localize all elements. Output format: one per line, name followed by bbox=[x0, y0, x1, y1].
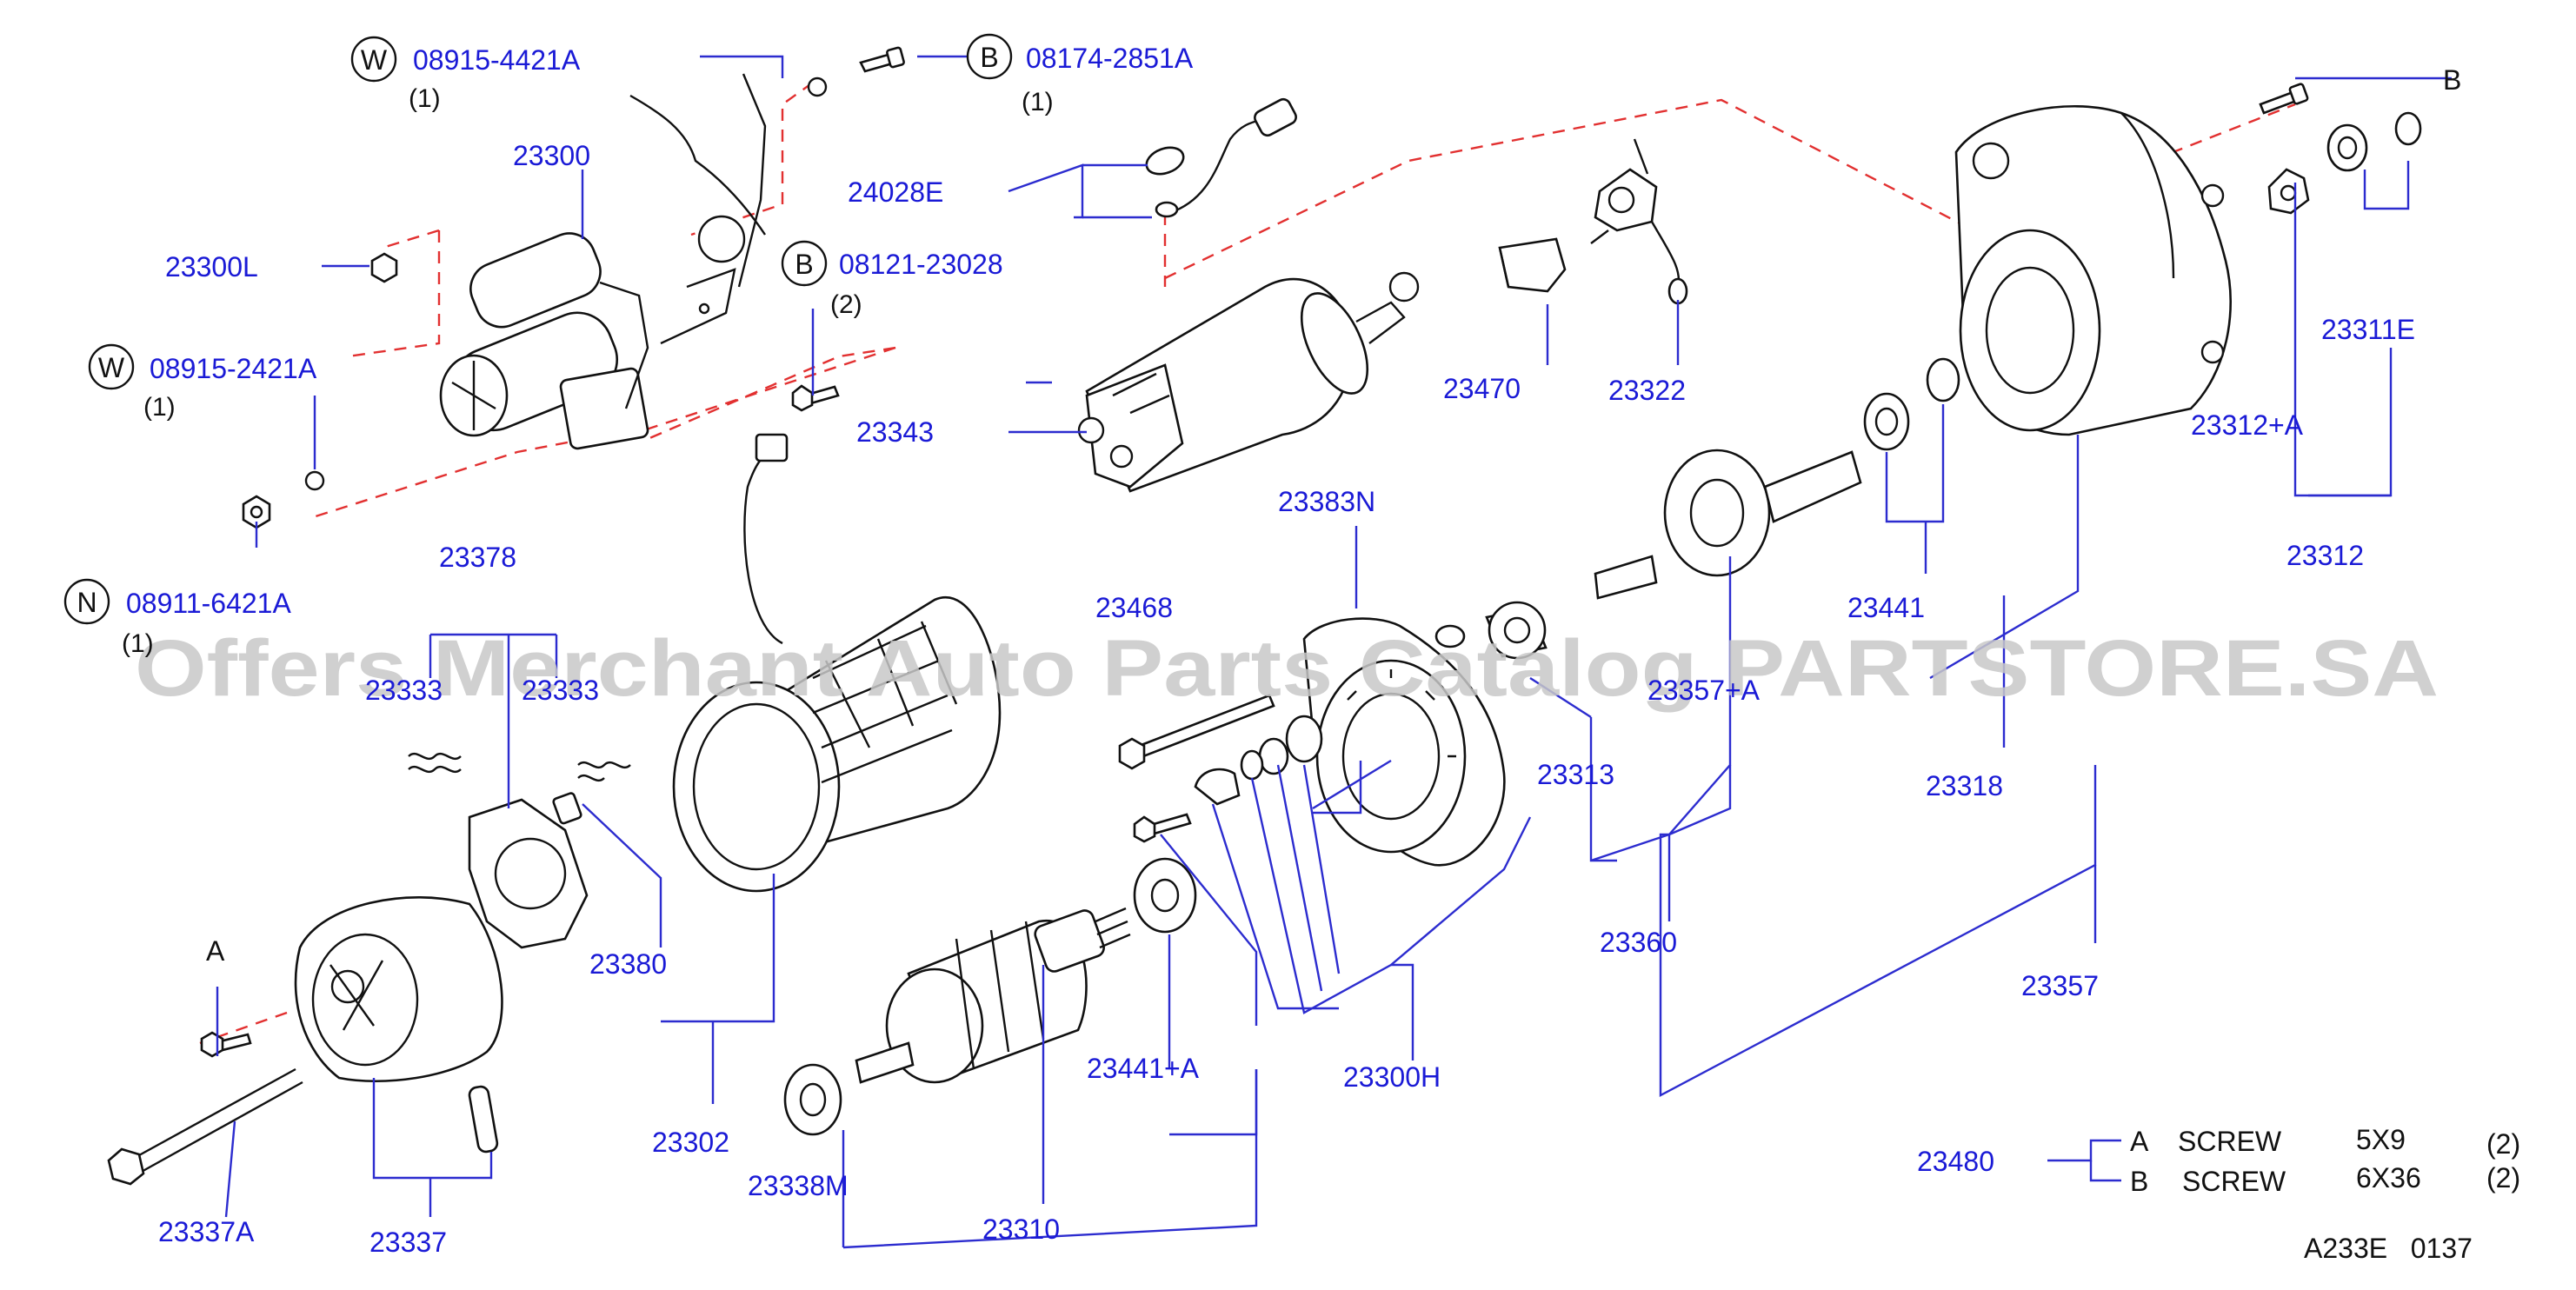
n-qty: (1) bbox=[122, 629, 154, 658]
part-label-23337: 23337 bbox=[369, 1227, 447, 1258]
b-callout-circle-top bbox=[966, 33, 1013, 80]
w-callout-circle-top bbox=[350, 36, 397, 83]
w-callout-letter-top: W bbox=[361, 44, 388, 76]
part-number-labels: 23300 23300L 24028E 23343 23470 23322 23… bbox=[158, 140, 2415, 1258]
part-label-23357: 23357 bbox=[2021, 970, 2099, 1001]
part-label-23300L: 23300L bbox=[165, 251, 258, 283]
n-callout-letter: N bbox=[77, 587, 97, 618]
part-label-23360: 23360 bbox=[1600, 927, 1677, 958]
screw-b-name: SCREW bbox=[2182, 1166, 2286, 1197]
solenoid-illustration bbox=[1077, 271, 1420, 493]
plunger-parts-illustration bbox=[1498, 138, 1688, 305]
screw-a-key: A bbox=[2130, 1126, 2149, 1157]
screw-a-name: SCREW bbox=[2178, 1126, 2282, 1157]
b-marker-letter-right: B bbox=[2443, 64, 2461, 96]
clutch-assembly-illustration bbox=[1485, 449, 1862, 660]
brush-holder-illustration bbox=[408, 752, 631, 949]
part-label-23318: 23318 bbox=[1926, 770, 2003, 801]
part-label-23383N: 23383N bbox=[1278, 486, 1375, 517]
part-label-23312-a: 23312+A bbox=[2191, 409, 2304, 441]
screw-b-qty: (2) bbox=[2486, 1162, 2520, 1194]
leader-lines bbox=[216, 55, 2452, 1249]
a-marker-letter-left: A bbox=[206, 935, 225, 967]
diagram-code: A233E 0137 bbox=[2304, 1233, 2473, 1264]
part-label-24028E: 24028E bbox=[848, 176, 943, 208]
part-label-23333-right: 23333 bbox=[522, 675, 599, 706]
b-top-code: 08174-2851A bbox=[1026, 43, 1194, 74]
watermark-text: Offers Merchant Auto Parts Catalog PARTS… bbox=[135, 624, 2439, 713]
b-callout-letter-mid: B bbox=[795, 249, 813, 280]
fastener-illustrations bbox=[242, 46, 2309, 529]
armature-illustration bbox=[783, 857, 1197, 1136]
callout-codes: 08915-4421A (1) 08174-2851A (1) 08121-23… bbox=[122, 43, 1194, 658]
screw-b-key: B bbox=[2130, 1166, 2148, 1197]
front-housing-illustration bbox=[1863, 104, 2422, 451]
part-label-23337A: 23337A bbox=[158, 1216, 255, 1247]
part-label-23480: 23480 bbox=[1917, 1146, 1994, 1177]
part-label-23300: 23300 bbox=[513, 140, 590, 171]
b-top-qty: (1) bbox=[1022, 88, 1054, 116]
screw-b-size: 6X36 bbox=[2356, 1162, 2421, 1194]
part-label-23300H: 23300H bbox=[1343, 1061, 1441, 1093]
w-mid-code: 08915-2421A bbox=[150, 353, 317, 384]
part-label-23378: 23378 bbox=[439, 542, 516, 573]
b-mid-code: 08121-23028 bbox=[839, 249, 1003, 280]
part-label-23302: 23302 bbox=[652, 1127, 729, 1158]
w-callout-circle-mid bbox=[88, 343, 135, 390]
n-callout-circle bbox=[63, 578, 110, 625]
part-label-23441: 23441 bbox=[1847, 592, 1925, 623]
w-top-code: 08915-4421A bbox=[413, 44, 581, 76]
b-callout-circle-mid bbox=[781, 240, 828, 287]
part-label-23313: 23313 bbox=[1537, 759, 1614, 790]
yoke-illustration bbox=[672, 433, 1002, 893]
w-mid-qty: (1) bbox=[143, 393, 176, 422]
w-top-qty: (1) bbox=[409, 84, 441, 113]
part-label-23333-left: 23333 bbox=[365, 675, 443, 706]
part-label-23470: 23470 bbox=[1443, 373, 1521, 404]
part-label-23310: 23310 bbox=[982, 1214, 1060, 1245]
wire-lead-illustration bbox=[1145, 97, 1297, 218]
screw-a-qty: (2) bbox=[2486, 1128, 2520, 1160]
b-mid-qty: (2) bbox=[830, 290, 862, 319]
b-callout-letter-top: B bbox=[980, 42, 998, 73]
rear-cover-illustration bbox=[107, 896, 503, 1186]
n-code: 08911-6421A bbox=[126, 588, 291, 619]
part-label-23322: 23322 bbox=[1608, 375, 1686, 406]
part-label-23441-a: 23441+A bbox=[1087, 1053, 1200, 1084]
center-bracket-illustration bbox=[1118, 617, 1506, 867]
callout-circles: W B B W N B A bbox=[63, 33, 2461, 967]
part-label-23357-a: 23357+A bbox=[1647, 675, 1761, 706]
part-label-23338M: 23338M bbox=[748, 1170, 849, 1201]
w-callout-letter-mid: W bbox=[98, 352, 125, 383]
screw-a-size: 5X9 bbox=[2356, 1124, 2406, 1155]
part-label-23380: 23380 bbox=[589, 948, 667, 980]
screw-table: A SCREW 5X9 (2) B SCREW 6X36 (2) bbox=[2130, 1124, 2520, 1197]
part-label-23468: 23468 bbox=[1095, 592, 1173, 623]
part-label-23312: 23312 bbox=[2286, 540, 2364, 571]
starter-assembly-illustration bbox=[439, 73, 767, 450]
part-label-23311E: 23311E bbox=[2321, 314, 2415, 345]
part-label-23343: 23343 bbox=[856, 416, 934, 448]
